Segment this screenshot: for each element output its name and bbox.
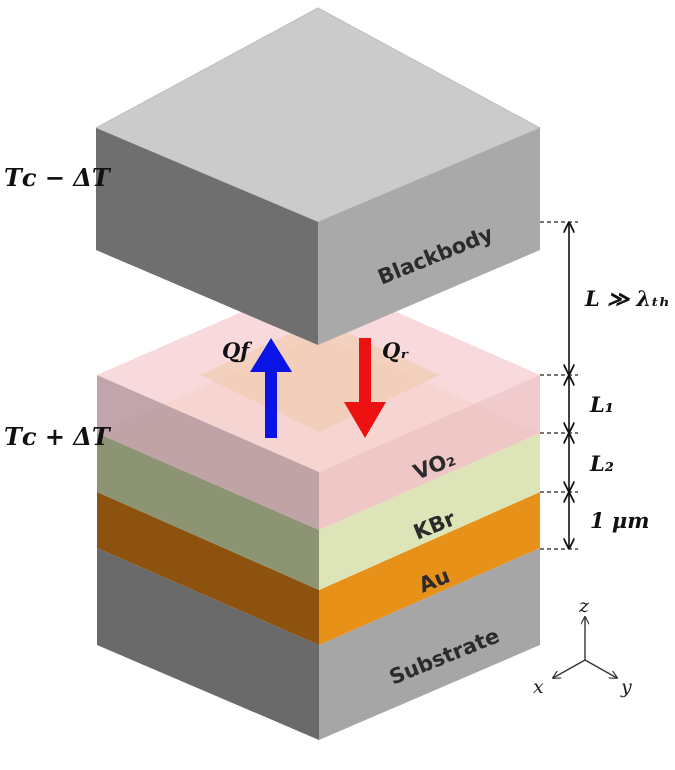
- gold-thickness-label: 1 μm: [590, 508, 650, 533]
- substrate-right-face: [319, 548, 540, 740]
- y-axis: [584, 659, 617, 678]
- y-axis-label: y: [620, 676, 632, 698]
- vo2-left-face: [97, 375, 319, 530]
- vo2-layer: [97, 278, 540, 530]
- kbr-left-face: [97, 433, 319, 590]
- substrate-left-face: [97, 548, 319, 740]
- hot-temperature-label: Tᴄ + ΔT: [4, 422, 112, 451]
- gold-left-face: [97, 492, 319, 645]
- forward-flux-label: Qƒ: [222, 338, 253, 363]
- z-axis-label: z: [578, 595, 590, 617]
- l1-dimension-label: L₁: [589, 392, 614, 417]
- x-axis-label: x: [533, 676, 544, 698]
- gap-dimension-label: L ≫ λₜₕ: [584, 286, 670, 311]
- x-axis: [553, 659, 586, 678]
- blackbody-left-face: [96, 128, 318, 345]
- kbr-right-face: [319, 433, 540, 590]
- blackbody-right-face: [318, 128, 540, 345]
- cold-temperature-label: Tᴄ − ΔT: [4, 163, 112, 192]
- blackbody-block: [94, 7, 542, 345]
- dimension-guides: [540, 221, 578, 550]
- reverse-flux-label: Qᵣ: [382, 338, 409, 363]
- forward-flux-arrow: [250, 338, 292, 438]
- l2-dimension-label: L₂: [589, 451, 614, 476]
- substrate-block: [97, 548, 540, 740]
- gold-right-face: [319, 492, 540, 645]
- coordinate-axes: [553, 617, 617, 678]
- vo2-inner-overlap: [200, 320, 440, 432]
- vo2-right-face: [319, 375, 540, 530]
- reverse-flux-arrow: [344, 338, 386, 438]
- gold-layer: [97, 492, 540, 645]
